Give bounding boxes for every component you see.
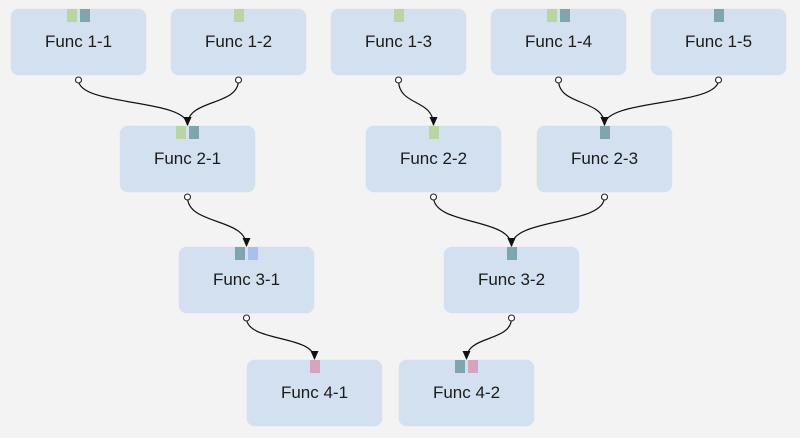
input-port-teal[interactable] <box>599 126 610 139</box>
node-f12[interactable]: Func 1-2 <box>171 9 306 75</box>
edge-f32-f42 <box>462 317 513 360</box>
output-port-f12[interactable] <box>234 76 243 84</box>
node-label: Func 1-4 <box>524 32 593 51</box>
output-port-f13[interactable] <box>394 76 403 84</box>
node-f21[interactable]: Func 2-1 <box>120 126 255 192</box>
input-port-teal[interactable] <box>713 9 724 22</box>
input-port-green[interactable] <box>547 9 557 22</box>
edge-f31-f41 <box>245 317 319 360</box>
node-label: Func 3-2 <box>477 270 546 289</box>
node-label: Func 4-2 <box>432 383 501 402</box>
input-port-green[interactable] <box>176 126 186 139</box>
input-port-pink[interactable] <box>309 360 320 373</box>
input-port-green[interactable] <box>233 9 244 22</box>
input-port-teal[interactable] <box>560 9 570 22</box>
node-f31[interactable]: Func 3-1 <box>179 247 314 313</box>
edge-f12-f21 <box>183 79 240 126</box>
input-port-blue[interactable] <box>248 247 258 260</box>
node-f23[interactable]: Func 2-3 <box>537 126 672 192</box>
input-port-teal[interactable] <box>80 9 90 22</box>
input-port-teal[interactable] <box>189 126 199 139</box>
node-label: Func 1-5 <box>684 32 753 51</box>
node-f11[interactable]: Func 1-1 <box>11 9 146 75</box>
input-port-teal[interactable] <box>235 247 245 260</box>
output-port-f14[interactable] <box>554 76 563 84</box>
edge-f14-f23 <box>557 79 609 126</box>
edge-f15-f23 <box>600 79 720 126</box>
node-f13[interactable]: Func 1-3 <box>331 9 466 75</box>
edge-f13-f22 <box>397 79 438 126</box>
node-label: Func 2-3 <box>570 149 639 168</box>
input-port-pink[interactable] <box>468 360 478 373</box>
node-label: Func 4-1 <box>280 383 349 402</box>
output-port-f23[interactable] <box>600 193 609 201</box>
input-port-green[interactable] <box>428 126 439 139</box>
edge-f23-f32 <box>507 196 606 247</box>
node-f14[interactable]: Func 1-4 <box>491 9 626 75</box>
node-f22[interactable]: Func 2-2 <box>366 126 501 192</box>
input-port-teal[interactable] <box>506 247 517 260</box>
node-f42[interactable]: Func 4-2 <box>399 360 534 426</box>
edge-f21-f31 <box>186 196 251 247</box>
edge-f22-f32 <box>432 196 516 247</box>
input-port-green[interactable] <box>67 9 77 22</box>
input-port-green[interactable] <box>393 9 404 22</box>
node-f15[interactable]: Func 1-5 <box>651 9 786 75</box>
node-label: Func 1-2 <box>204 32 273 51</box>
node-label: Func 1-3 <box>364 32 433 51</box>
node-f32[interactable]: Func 3-2 <box>444 247 579 313</box>
edge-f11-f21 <box>77 79 192 126</box>
output-port-f32[interactable] <box>507 314 516 322</box>
input-port-teal[interactable] <box>455 360 465 373</box>
output-port-f21[interactable] <box>183 193 192 201</box>
node-label: Func 2-1 <box>153 149 222 168</box>
node-label: Func 2-2 <box>399 149 468 168</box>
output-port-f22[interactable] <box>429 193 438 201</box>
node-label: Func 1-1 <box>44 32 113 51</box>
output-port-f15[interactable] <box>714 76 723 84</box>
node-label: Func 3-1 <box>212 270 281 289</box>
output-port-f31[interactable] <box>242 314 251 322</box>
node-f41[interactable]: Func 4-1 <box>247 360 382 426</box>
output-port-f11[interactable] <box>74 76 83 84</box>
